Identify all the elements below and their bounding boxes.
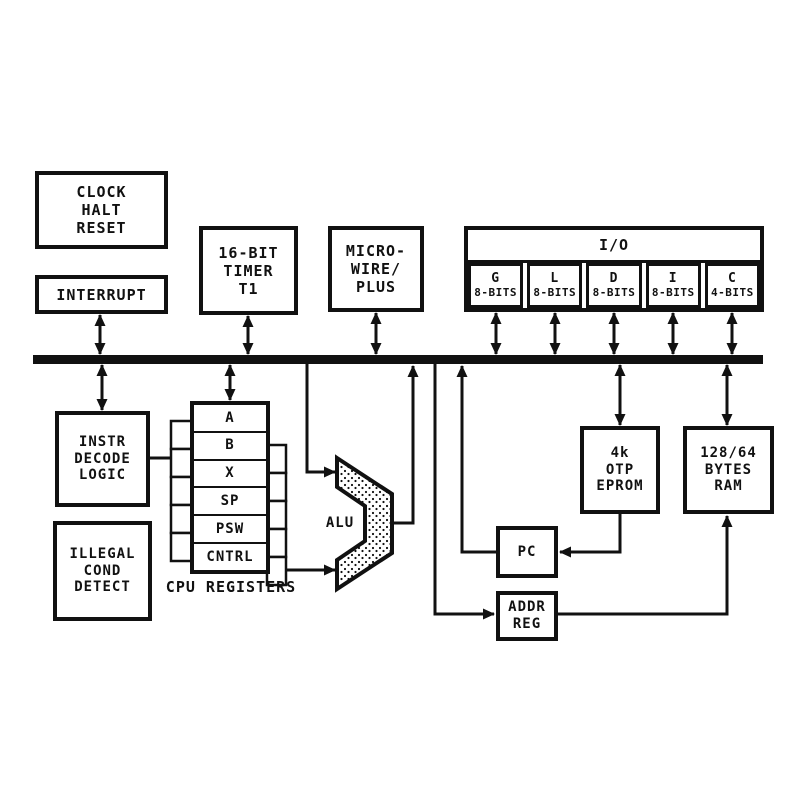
ram-line: BYTES — [704, 461, 753, 478]
io-port-name: C — [728, 270, 737, 286]
halt-line: HALT — [81, 201, 122, 219]
reset-line: RESET — [76, 219, 127, 237]
interrupt-box: INTERRUPT — [35, 275, 168, 314]
clock-line: CLOCK — [76, 183, 127, 201]
register-file-tabs — [169, 419, 288, 587]
clock-halt-reset-box: CLOCK HALT RESET — [35, 171, 168, 249]
io-port-bits: 8-BITS — [592, 285, 636, 299]
pc-label: PC — [517, 543, 537, 560]
eprom-box: 4k OTP EPROM — [580, 426, 660, 514]
io-port-i: I 8-BITS — [645, 263, 701, 308]
microwire-line: PLUS — [355, 278, 397, 296]
instr-decode-logic-box: INSTR DECODE LOGIC — [55, 411, 150, 507]
register-sp: SP — [194, 486, 266, 514]
timer-line: TIMER — [223, 261, 274, 280]
register-a: A — [225, 409, 235, 426]
io-port-d: D 8-BITS — [586, 263, 642, 308]
io-port-bits: 8-BITS — [474, 285, 517, 299]
io-header: I/O — [468, 230, 760, 263]
cpu-registers-caption: CPU REGISTERS — [165, 578, 297, 596]
io-port-bits: 8-BITS — [533, 285, 577, 299]
io-port-name: D — [609, 270, 619, 286]
routed-wires — [150, 360, 733, 620]
addr-line: REG — [512, 616, 542, 632]
eprom-line: OTP — [605, 461, 635, 478]
timer-box: 16-BIT TIMER T1 — [199, 226, 298, 315]
instr-line: LOGIC — [78, 467, 127, 484]
register-x: X — [194, 458, 266, 487]
eprom-line: 4k — [610, 444, 630, 461]
microwire-plus-box: MICRO- WIRE/ PLUS — [328, 226, 424, 312]
io-ports-row: G 8-BITS L 8-BITS D 8-BITS I 8-BITS C 4-… — [468, 263, 761, 308]
alu-shape — [335, 454, 394, 593]
ram-box: 128/64 BYTES RAM — [683, 426, 774, 514]
register-b: B — [194, 430, 266, 459]
illegal-cond-detect-box: ILLEGAL COND DETECT — [53, 521, 152, 621]
io-port-name: I — [668, 270, 678, 286]
microwire-line: MICRO- — [345, 242, 407, 260]
ram-line: 128/64 — [700, 444, 757, 461]
register-psw: PSW — [194, 514, 266, 542]
register-cntrl: CNTRL — [194, 542, 266, 570]
eprom-line: EPROM — [596, 478, 644, 495]
cpu-register-stack: A B X SP PSW CNTRL — [190, 401, 270, 574]
io-box: I/O G 8-BITS L 8-BITS D 8-BITS I 8-BITS … — [464, 226, 764, 312]
io-port-name: L — [550, 270, 560, 286]
pc-box: PC — [496, 526, 558, 578]
bus-connectors — [94, 312, 738, 426]
instr-line: DECODE — [74, 450, 131, 467]
timer-line: 16-BIT — [218, 243, 279, 262]
illegal-line: COND — [83, 562, 122, 579]
io-port-bits: 4-BITS — [711, 285, 754, 299]
illegal-line: DETECT — [74, 579, 131, 596]
microwire-line: WIRE/ — [350, 260, 402, 278]
addr-line: ADDR — [508, 598, 546, 615]
system-bus — [33, 355, 763, 364]
io-port-bits: 8-BITS — [651, 285, 695, 299]
io-port-l: L 8-BITS — [527, 263, 583, 308]
addr-reg-box: ADDR REG — [496, 591, 558, 641]
ram-line: RAM — [714, 478, 743, 495]
alu-label: ALU — [325, 515, 355, 531]
io-port-c: C 4-BITS — [704, 263, 761, 308]
timer-line: T1 — [238, 279, 259, 298]
interrupt-label: INTERRUPT — [56, 285, 147, 304]
io-port-name: G — [491, 270, 501, 286]
instr-line: INSTR — [78, 433, 127, 450]
illegal-line: ILLEGAL — [69, 545, 136, 562]
io-port-g: G 8-BITS — [468, 263, 524, 308]
